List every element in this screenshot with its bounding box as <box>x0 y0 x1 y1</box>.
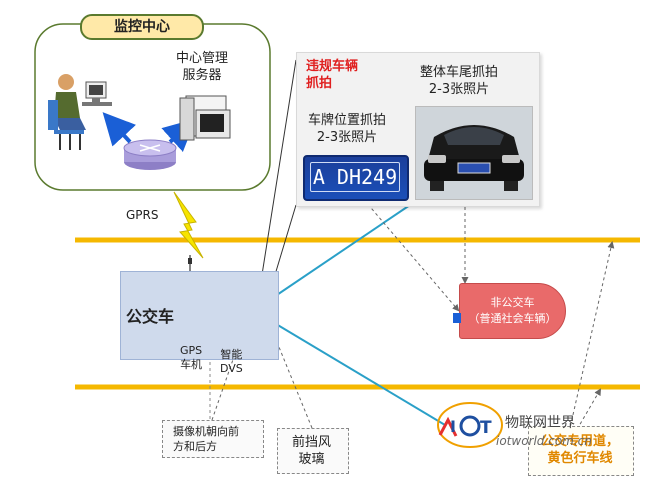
license-plate-photo: A DH249 <box>303 155 409 201</box>
bus-box <box>120 271 279 360</box>
lightning-icon <box>173 191 204 259</box>
car-rear-photo <box>415 106 533 200</box>
bus-label: 公交车 <box>126 307 175 326</box>
svg-text:I: I <box>450 417 456 436</box>
watermark-logo: I T <box>437 402 503 448</box>
windshield-text: 前挡风 玻璃 <box>292 435 332 467</box>
camera-direction-text: 摄像机朝向前 方和后方 <box>173 425 239 453</box>
windshield-note: 前挡风 玻璃 <box>277 428 349 474</box>
dvs-label: 智能 DVS <box>220 348 243 375</box>
server-icon <box>179 95 231 141</box>
lane-text: 公交专用道， 黄色行车线 <box>541 434 620 466</box>
gps-label: GPS 车机 <box>180 344 203 371</box>
monitor-center-title: 监控中心 <box>80 14 204 40</box>
router-arrow-left <box>102 112 137 147</box>
rear-capture-label: 整体车尾抓拍 2-3张照片 <box>420 65 499 97</box>
router-icon <box>123 139 177 170</box>
panel-edge-left <box>257 59 297 301</box>
plate-number: A DH249 <box>310 162 400 192</box>
panel-connector-bottom <box>265 317 446 426</box>
capture-heading: 违规车辆 抓拍 <box>306 59 359 91</box>
server-label: 中心管理 服务器 <box>176 51 229 83</box>
non-bus-marker <box>453 313 461 323</box>
lane-note: 公交专用道， 黄色行车线 <box>528 426 634 476</box>
non-bus-label: 非公交车 （普通社会车辆） <box>468 296 557 325</box>
plate-capture-label: 车牌位置抓拍 2-3张照片 <box>308 113 387 145</box>
watermark-url: iotworld.com.cn <box>496 434 592 448</box>
non-bus-vehicle: 非公交车 （普通社会车辆） <box>459 283 566 339</box>
watermark-title: 物联网世界 <box>505 415 575 431</box>
computer-icon <box>85 81 107 102</box>
svg-text:T: T <box>480 418 492 438</box>
operator-icon <box>48 74 112 150</box>
gprs-label: GPRS <box>126 208 159 222</box>
camera-direction-note: 摄像机朝向前 方和后方 <box>162 420 264 458</box>
panel-connector-top <box>264 204 411 304</box>
